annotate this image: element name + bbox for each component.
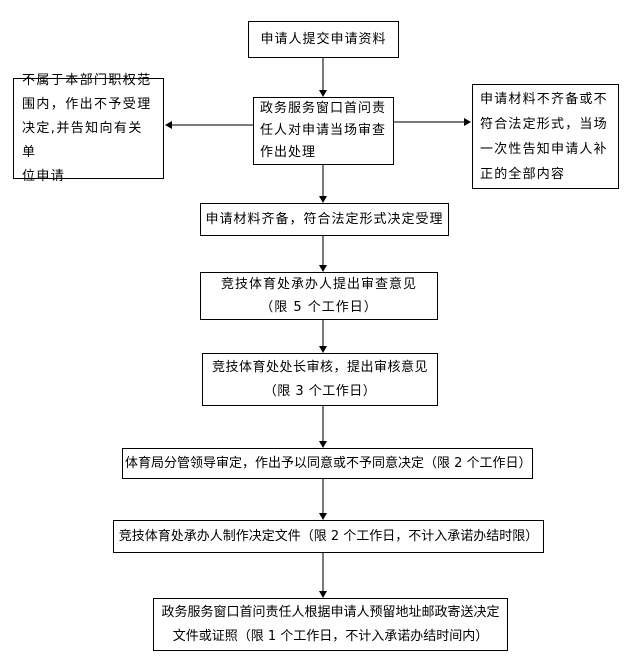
arrow-review-to-supplement-icon	[394, 118, 471, 126]
arrow-opinion-to-chief-icon	[319, 320, 327, 353]
node-applicant-submit: 申请人提交申请资料	[248, 21, 399, 58]
arrow-document-to-delivery-icon	[319, 553, 327, 598]
node-undertaker-review-opinion: 竞技体育处承办人提出审查意见 （限 5 个工作日）	[200, 272, 438, 320]
node-make-decision-document: 竞技体育处承办人制作决定文件（限 2 个工作日，不计入承诺办结时限）	[113, 520, 544, 553]
node-leader-decision: 体育局分管领导审定，作出予以同意或不予同意决定（限 2 个工作日）	[122, 448, 533, 479]
arrow-review-to-accept-icon	[319, 165, 327, 203]
arrow-review-to-reject-icon	[165, 121, 253, 129]
arrow-submit-to-review-icon	[319, 58, 327, 97]
node-not-in-scope-reject: 不属于本部门职权范 围内，作出不予受理 决定,并告知向有关单 位申请	[13, 73, 164, 184]
node-division-chief-review: 竞技体育处处长审核，提出审核意见 （限 3 个工作日）	[202, 353, 438, 406]
arrow-chief-to-leader-icon	[319, 406, 327, 448]
node-incomplete-materials-notice: 申请材料不齐备或不 符合法定形式，当场 一次性告知申请人补 正的全部内容	[472, 84, 619, 189]
node-window-first-inquiry-review: 政务服务窗口首问责 任人对申请当场审查 作出处理	[253, 97, 394, 165]
node-accept-application: 申请材料齐备，符合法定形式决定受理	[200, 203, 449, 236]
arrow-leader-to-document-icon	[319, 479, 327, 520]
node-mail-delivery: 政务服务窗口首问责任人根据申请人预留地址邮政寄送决定 文件或证照（限 1 个工作…	[153, 598, 508, 651]
arrow-accept-to-opinion-icon	[319, 236, 327, 272]
